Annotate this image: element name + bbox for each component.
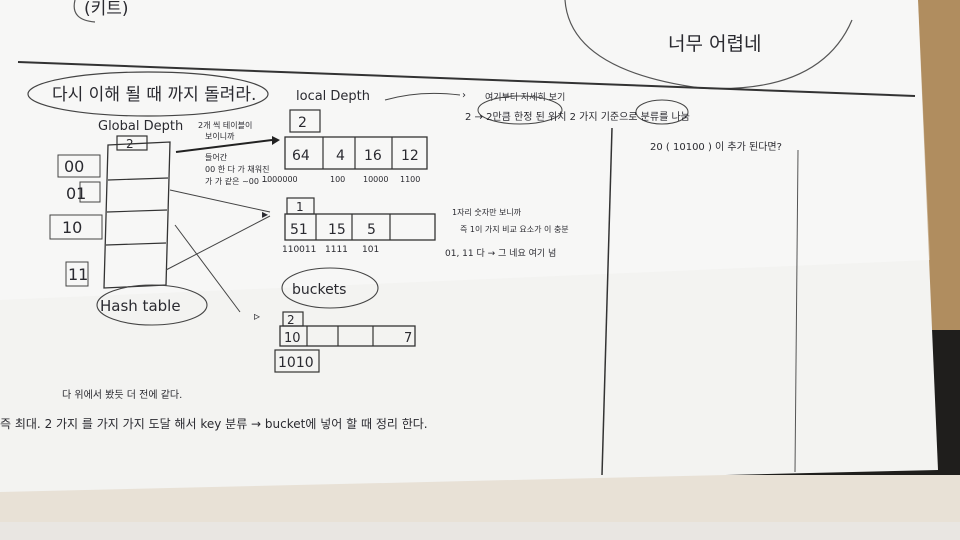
bucket3-outline [279, 325, 416, 347]
top-left-arc [73, 0, 96, 23]
top-left-note: (키트) [84, 0, 129, 19]
key-box [65, 261, 89, 287]
divider-line [17, 61, 916, 97]
right-column-line [601, 127, 613, 476]
bucket1-value: 64 [292, 148, 310, 164]
paper-sheet [0, 0, 938, 492]
side-note-line: 01, 11 다 → 그 네요 여기 넘 [445, 247, 556, 259]
arrow-note-line: 2개 씩 테이블이 [198, 120, 252, 130]
bucket2-binary: 101 [362, 245, 379, 255]
directory-row-line [107, 177, 169, 181]
arrow-head-mark: ▸ [262, 207, 268, 221]
bucket1-outline [284, 136, 428, 170]
arrow-note-line: 들어간 [205, 152, 228, 162]
side-note-line: 1자리 숫자만 보니까 [452, 207, 522, 217]
section-title: 다시 이해 될 때 까지 돌려라. [52, 85, 256, 105]
right-column-line [794, 149, 799, 473]
bucket3-binary-box [274, 349, 320, 373]
key-box [49, 214, 103, 240]
arrow-head-mark: ▹ [254, 309, 260, 323]
hash-table-oval [96, 284, 208, 326]
key-01: 01 [66, 184, 86, 203]
bucket2-depth: 1 [296, 200, 304, 214]
key-box [79, 181, 101, 203]
right-top-note: 여기부터 자세히 보기 [485, 91, 565, 103]
pointer-line [174, 224, 241, 313]
bucket1-value: 4 [336, 148, 345, 164]
bottom-note-2: 즉 최대. 2 가지 를 가지 가지 도달 해서 key 분류 → bucket… [0, 417, 428, 431]
bucket1-binary: 1100 [400, 175, 420, 184]
note-oval [477, 95, 563, 125]
note-oval [635, 99, 689, 125]
local-depth-value: 2 [298, 115, 307, 131]
bucket3-depth: 2 [287, 313, 295, 327]
arrow-note-line: 00 한 다 가 채워진 [205, 164, 270, 174]
bucket1-binary: 1000000 [262, 175, 298, 184]
side-note-line: 즉 1이 가지 비교 요소가 이 충분 [460, 224, 569, 234]
bucket1-value: 16 [364, 148, 382, 164]
bucket1-binary: 100 [330, 175, 345, 184]
global-depth-label: Global Depth [98, 119, 183, 134]
hash-table-label: Hash table [100, 297, 181, 315]
right-arrow-note: 2 → 2만큼 한정 된 위치 2 가지 기준으로 분류를 나눔 [465, 110, 690, 123]
arrow-local-depth [384, 92, 461, 101]
local-depth-label: local Depth [296, 89, 370, 104]
arrow-note-line: 가 가 같은 ~00 ~ [205, 176, 268, 186]
bucket3-value: 10 [284, 331, 301, 346]
pointer-line [169, 189, 271, 213]
arrow-note-line: 보이니까 [205, 131, 235, 141]
bucket2-outline [284, 213, 436, 241]
key-00: 00 [64, 157, 84, 176]
right-question: 20 ( 10100 ) 이 추가 된다면? [650, 141, 782, 153]
paper-highlight [0, 0, 930, 300]
bucket1-binary: 10000 [363, 175, 388, 184]
local-depth-box [289, 109, 321, 133]
top-right-note: 너무 어렵네 [668, 33, 761, 55]
bottom-note-1: 다 위에서 봤듯 더 전에 같다. [62, 388, 182, 401]
directory-row-line [106, 209, 168, 213]
pointer-line [165, 215, 271, 271]
key-11: 11 [68, 265, 88, 284]
buckets-oval [281, 267, 379, 309]
arrow-head-mark: › [462, 90, 466, 101]
arrow-head [272, 136, 280, 145]
bucket2-value: 51 [290, 222, 308, 238]
bucket2-binary: 1111 [325, 245, 348, 255]
key-10: 10 [62, 218, 82, 237]
bucket2-value: 15 [328, 222, 346, 238]
title-oval [27, 71, 269, 117]
bucket2-value: 5 [367, 222, 376, 238]
buckets-label: buckets [292, 282, 346, 298]
key-box [57, 154, 101, 178]
directory-row-line [105, 242, 167, 246]
directory-outline [103, 141, 171, 289]
bucket1-value: 12 [401, 148, 419, 164]
lower-paper-strip [0, 522, 960, 540]
bucket3-binary: 1010 [278, 355, 314, 371]
bucket3-value: 7 [404, 331, 412, 346]
bucket2-binary: 110011 [282, 245, 316, 255]
arrow-to-bucket1 [175, 139, 273, 153]
